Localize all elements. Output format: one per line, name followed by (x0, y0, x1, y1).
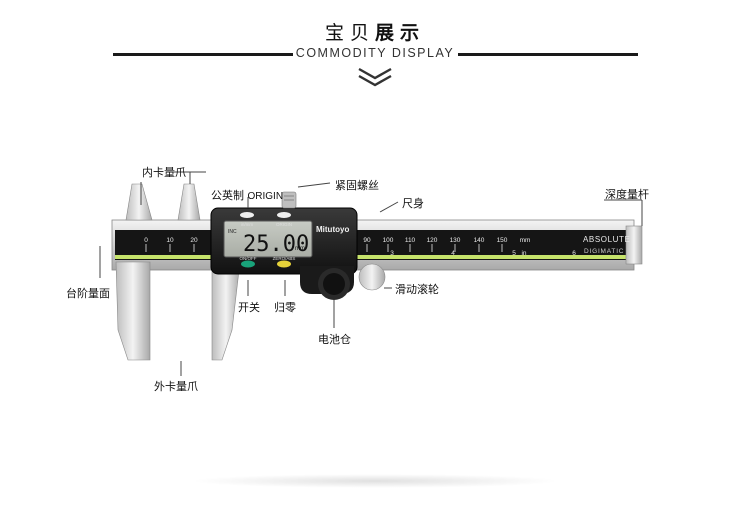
lcd-screen (223, 220, 313, 258)
product-shadow (190, 474, 560, 488)
label-on-off: 开关 (238, 301, 260, 314)
scale-numbers: 0 10 20 90 100 110 120 130 140 150 mm 3 … (144, 237, 576, 257)
scale-num-right-3: 120 (427, 237, 438, 244)
brand-logo: Mitutoyo (316, 225, 349, 234)
scale-num-left-1: 10 (166, 237, 174, 244)
zero-button (277, 260, 291, 268)
label-imperial-metric-cn: 公英制 (211, 189, 244, 202)
label-lock-screw: 紧固螺丝 (335, 179, 379, 192)
label-main-beam: 尺身 (402, 197, 424, 210)
fixed-outer-jaw (115, 261, 151, 361)
label-outer-jaw: 外卡量爪 (154, 380, 198, 393)
title-light: 宝贝 (324, 22, 375, 44)
thumb-roller-gear (318, 268, 350, 300)
origin-button (277, 212, 291, 218)
leader-lines (99, 171, 643, 376)
scale-num-right-0: 90 (363, 237, 371, 244)
scale-ticks (145, 244, 503, 252)
fixed-inner-jaw (125, 183, 153, 221)
label-imperial-metric: 公英制 ORIGIN (211, 187, 283, 203)
scale-num-left-2: 20 (190, 237, 198, 244)
scale-lime-line (115, 255, 631, 259)
label-depth-rod: 深度量杆 (605, 188, 649, 201)
inch-mark-2: 5 (512, 250, 516, 257)
label-thumb-roller: 滑动滚轮 (395, 283, 439, 296)
label-step-face: 台阶量面 (66, 287, 110, 300)
inch-mark-1: 4 (451, 250, 455, 257)
scale-num-right-1: 100 (383, 237, 394, 244)
moving-outer-jaw (211, 261, 241, 361)
section-title: 宝贝展示 (0, 18, 750, 45)
label-zero: 归零 (274, 301, 296, 314)
scale-unit: mm (520, 237, 531, 244)
scale-num-right-5: 140 (474, 237, 485, 244)
lcd-unit: mm (295, 246, 305, 252)
thumb-roller (358, 263, 386, 291)
scale-num-right-6: 150 (497, 237, 508, 244)
scale-num-left-0: 0 (144, 237, 148, 244)
onoff-button (241, 260, 255, 268)
btn-zero-label: ZERO/ABS (273, 256, 296, 261)
btn-onoff-label: ON/OFF (240, 256, 257, 261)
title-rule-right (458, 53, 638, 56)
label-battery: 电池仓 (318, 333, 351, 346)
inch-mark-3: 6 (572, 250, 576, 257)
lcd-reading: 25.00 (243, 232, 309, 257)
inch-unit: in (521, 250, 526, 257)
title-rule-left (113, 53, 293, 56)
section-subtitle: COMMODITY DISPLAY (295, 46, 455, 60)
label-inner-jaw: 内卡量爪 (142, 166, 186, 179)
depth-rod (625, 225, 643, 265)
btn-inmm-label: in/mm (241, 222, 254, 227)
inch-mark-0: 3 (390, 250, 394, 257)
label-origin: ORIGIN (247, 191, 284, 202)
scale-num-right-2: 110 (405, 237, 416, 244)
btn-origin-label: ORIGIN (276, 222, 292, 227)
title-bold: 展示 (375, 22, 426, 44)
inmm-button (240, 212, 254, 218)
digimatic-badge: DIGIMATIC (584, 248, 624, 255)
lcd-inc: INC (228, 229, 237, 235)
chevron-down-icon (358, 67, 392, 87)
scale-num-right-4: 130 (450, 237, 461, 244)
absolute-badge: ABSOLUTE (583, 235, 630, 244)
moving-inner-jaw (177, 183, 201, 221)
